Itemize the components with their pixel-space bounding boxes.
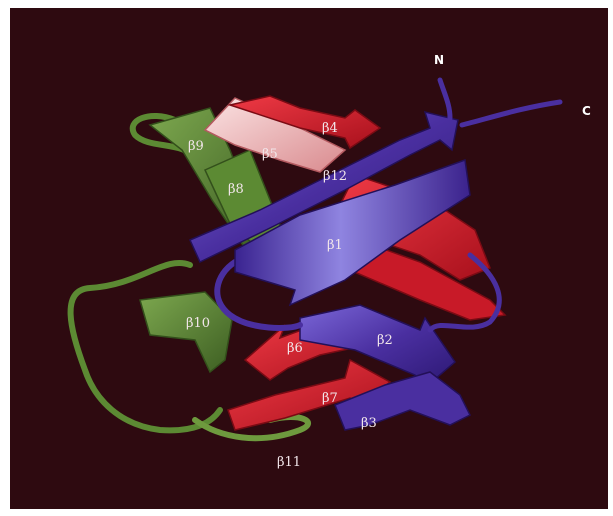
c-terminus-tail	[462, 102, 560, 125]
n-terminus-label: N	[434, 53, 444, 67]
strand-b8-label: β8	[228, 182, 244, 197]
strand-b4-label: β4	[322, 121, 338, 136]
strand-b11-label: β11	[277, 455, 301, 470]
strand-b2-label: β2	[377, 333, 393, 348]
n-terminus-tail	[440, 80, 450, 118]
strand-b12-label: β12	[323, 169, 347, 184]
strand-b7-label: β7	[322, 391, 338, 406]
strand-b10-label: β10	[186, 316, 210, 331]
strand-b3-label: β3	[361, 416, 377, 431]
c-terminus-label: C	[582, 104, 591, 118]
strand-b1-label: β1	[327, 238, 343, 253]
strand-b5-label: β5	[262, 147, 278, 162]
strand-b6-label: β6	[287, 341, 303, 356]
strand-b9-label: β9	[188, 139, 204, 154]
